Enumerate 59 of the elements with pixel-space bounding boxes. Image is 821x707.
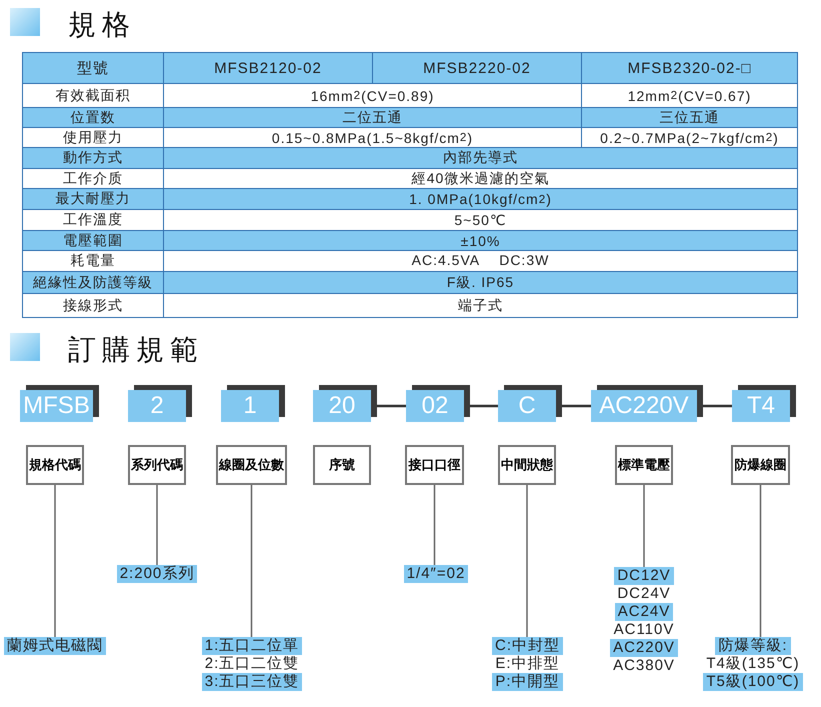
option-text: DC24V xyxy=(616,585,672,603)
option-text: E:中排型 xyxy=(494,655,561,673)
option-text: 2:五口二位雙 xyxy=(204,655,300,673)
field-name-label: 序號 xyxy=(313,445,371,485)
option-text: 防爆等級: xyxy=(715,637,791,655)
column-header: 型號 xyxy=(22,52,164,84)
code-segment: T4 xyxy=(732,390,790,422)
spec-value: 內部先導式 xyxy=(163,147,798,169)
option-text: AC110V xyxy=(612,621,676,639)
option-text: 1/4″=02 xyxy=(404,565,468,583)
option-text: 3:五口三位雙 xyxy=(202,673,302,691)
option-text: AC380V xyxy=(612,657,676,675)
code-segment: C xyxy=(498,390,556,422)
field-name-label: 標準電壓 xyxy=(615,445,673,485)
section-heading: 訂購規範 xyxy=(68,333,204,367)
field-name-label: 防爆線圈 xyxy=(731,445,790,485)
spec-value: F級. IP65 xyxy=(163,271,798,294)
spec-value: 三位五通 xyxy=(581,107,798,128)
option-text: DC12V xyxy=(614,567,674,585)
leader-line xyxy=(643,485,645,567)
option-text: T5級(100℃) xyxy=(703,673,803,691)
option-text: T4級(135℃) xyxy=(705,655,801,673)
row-header: 動作方式 xyxy=(22,147,164,169)
option-text: 蘭姆式电磁閥 xyxy=(4,637,106,655)
code-segment: 2 xyxy=(128,390,186,422)
section-heading: 規格 xyxy=(68,8,136,42)
row-header: 接線形式 xyxy=(22,293,164,318)
option-text: AC24V xyxy=(614,603,674,621)
option-text: 2:200系列 xyxy=(116,565,198,583)
code-segment: AC220V xyxy=(591,390,697,422)
field-name-label: 線圈及位數 xyxy=(216,445,287,485)
option-text: 1:五口二位單 xyxy=(202,637,302,655)
column-header: MFSB2120-02 xyxy=(163,52,373,84)
option-text: P:中開型 xyxy=(492,673,563,691)
field-name-label: 系列代碼 xyxy=(128,445,186,485)
option-text: AC220V xyxy=(610,639,678,657)
code-segment: 02 xyxy=(406,390,464,422)
field-name-label: 接口口徑 xyxy=(405,445,464,485)
leader-line xyxy=(526,485,528,637)
column-header: MFSB2220-02 xyxy=(372,52,582,84)
leader-line xyxy=(54,485,56,637)
code-segment: 1 xyxy=(221,390,279,422)
field-name-label: 中間狀態 xyxy=(498,445,556,485)
row-header: 電壓範圍 xyxy=(22,230,164,251)
leader-line xyxy=(760,485,762,637)
spec-value: 二位五通 xyxy=(163,107,582,128)
column-header: MFSB2320-02-□ xyxy=(581,52,798,84)
spec-value: ±10% xyxy=(163,230,798,251)
spec-value: 端子式 xyxy=(163,293,798,318)
leader-line xyxy=(434,485,436,565)
field-name-label: 規格代碼 xyxy=(26,445,84,485)
row-header: 位置数 xyxy=(22,107,164,128)
row-header: 最大耐壓力 xyxy=(22,188,164,210)
leader-line xyxy=(156,485,158,565)
code-segment: MFSB xyxy=(20,390,93,422)
leader-line xyxy=(250,485,252,637)
row-header: 絕緣性及防護等級 xyxy=(22,271,164,294)
code-segment: 20 xyxy=(313,390,371,422)
option-text: C:中封型 xyxy=(492,637,563,655)
